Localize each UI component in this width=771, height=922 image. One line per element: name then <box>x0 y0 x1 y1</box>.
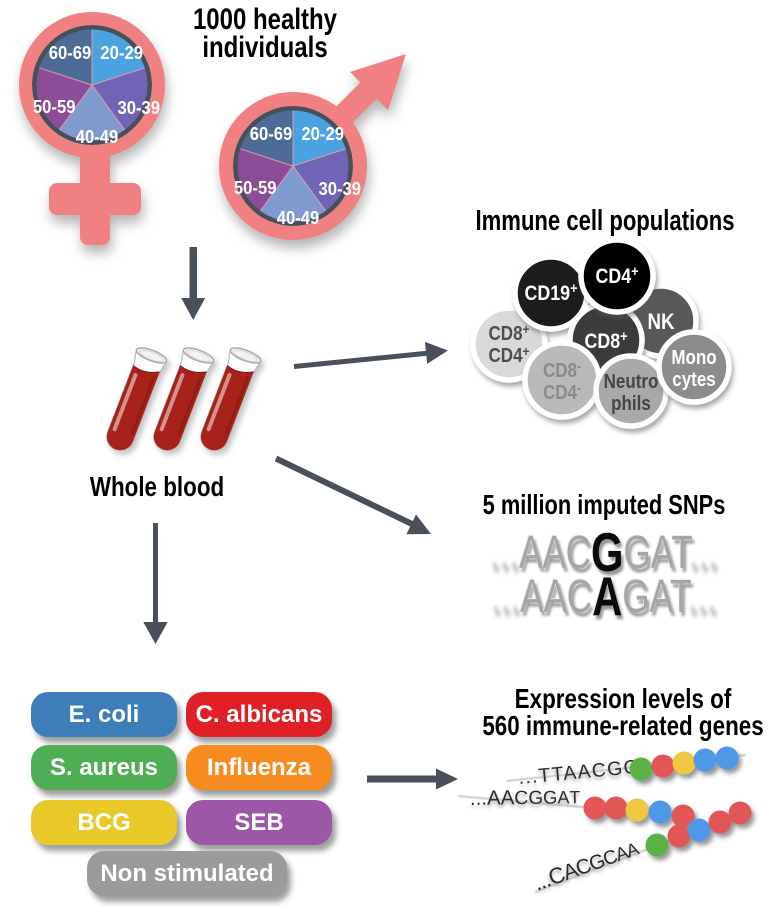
svg-text:...CACGCAA: ...CACGCAA <box>530 835 642 896</box>
svg-text:...AACGGAT: ...AACGGAT <box>470 785 581 810</box>
svg-text:NK: NK <box>647 311 674 335</box>
svg-text:CD8+CD4+: CD8+CD4+ <box>489 321 530 366</box>
svg-text:CD8-CD4-: CD8-CD4- <box>543 358 581 403</box>
svg-text:CD8+: CD8+ <box>584 327 627 353</box>
svg-text:CD19+: CD19+ <box>524 279 577 305</box>
svg-text:...TTAACGG: ...TTAACGG <box>517 756 641 789</box>
